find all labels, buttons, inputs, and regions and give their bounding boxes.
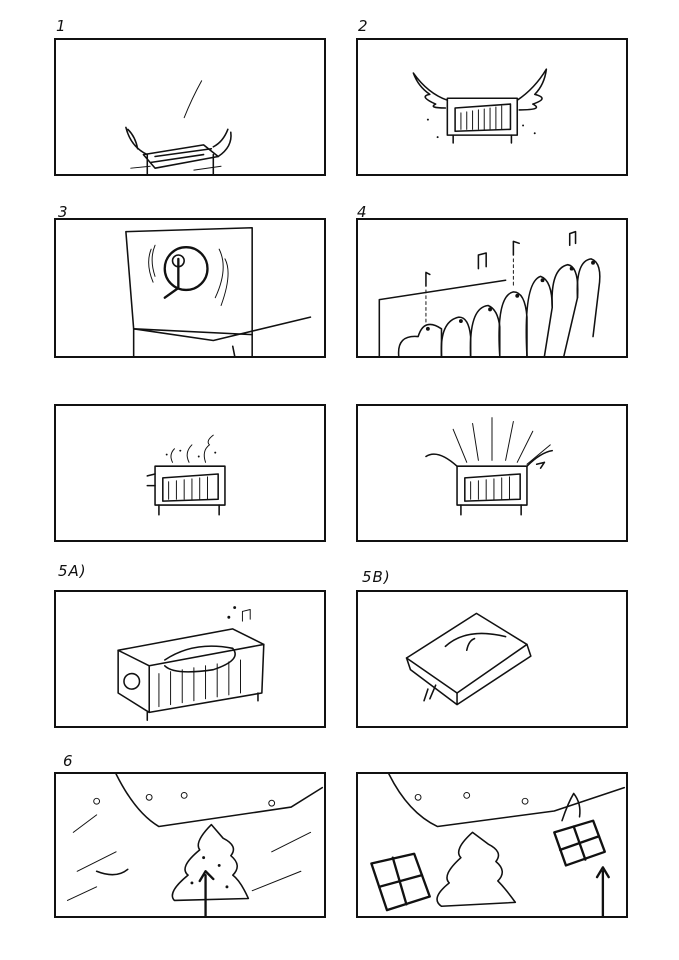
storyboard-panel-3 — [54, 218, 326, 358]
panel-number-3: 3 — [58, 203, 69, 221]
sketch-singing-birds — [378, 230, 601, 356]
sketch-gifts-rising — [370, 774, 626, 916]
panel-number-2: 2 — [358, 17, 369, 35]
sketch-chest-opening — [125, 80, 232, 174]
storyboard-panel-6-scene — [54, 772, 326, 918]
sketch-snowy-tree — [66, 774, 324, 916]
panel-number-5a: 5A) — [58, 562, 87, 580]
storyboard-panel-1 — [54, 38, 326, 176]
sketch-closed-box — [405, 612, 532, 706]
storyboard-panel-5b — [356, 590, 628, 728]
sketch-flying-chest — [412, 68, 548, 144]
storyboard-panel-2 — [356, 38, 628, 176]
panel-number-5b: 5B) — [362, 568, 391, 586]
panel-number-4: 4 — [357, 203, 368, 221]
storyboard-panel-5a — [54, 590, 326, 728]
storyboard-panel-4 — [356, 218, 628, 358]
sketch-chest-burst — [425, 417, 553, 516]
sketch-open-music-box — [117, 606, 265, 721]
sketch-chest-steam — [146, 434, 226, 516]
panel-number-1: 1 — [56, 17, 67, 35]
sketch-music-box-crank — [125, 226, 312, 356]
storyboard-panel-10 — [356, 772, 628, 918]
storyboard-panel-6 — [356, 404, 628, 542]
panel-number-6: 6 — [63, 752, 74, 770]
storyboard-panel-5 — [54, 404, 326, 542]
